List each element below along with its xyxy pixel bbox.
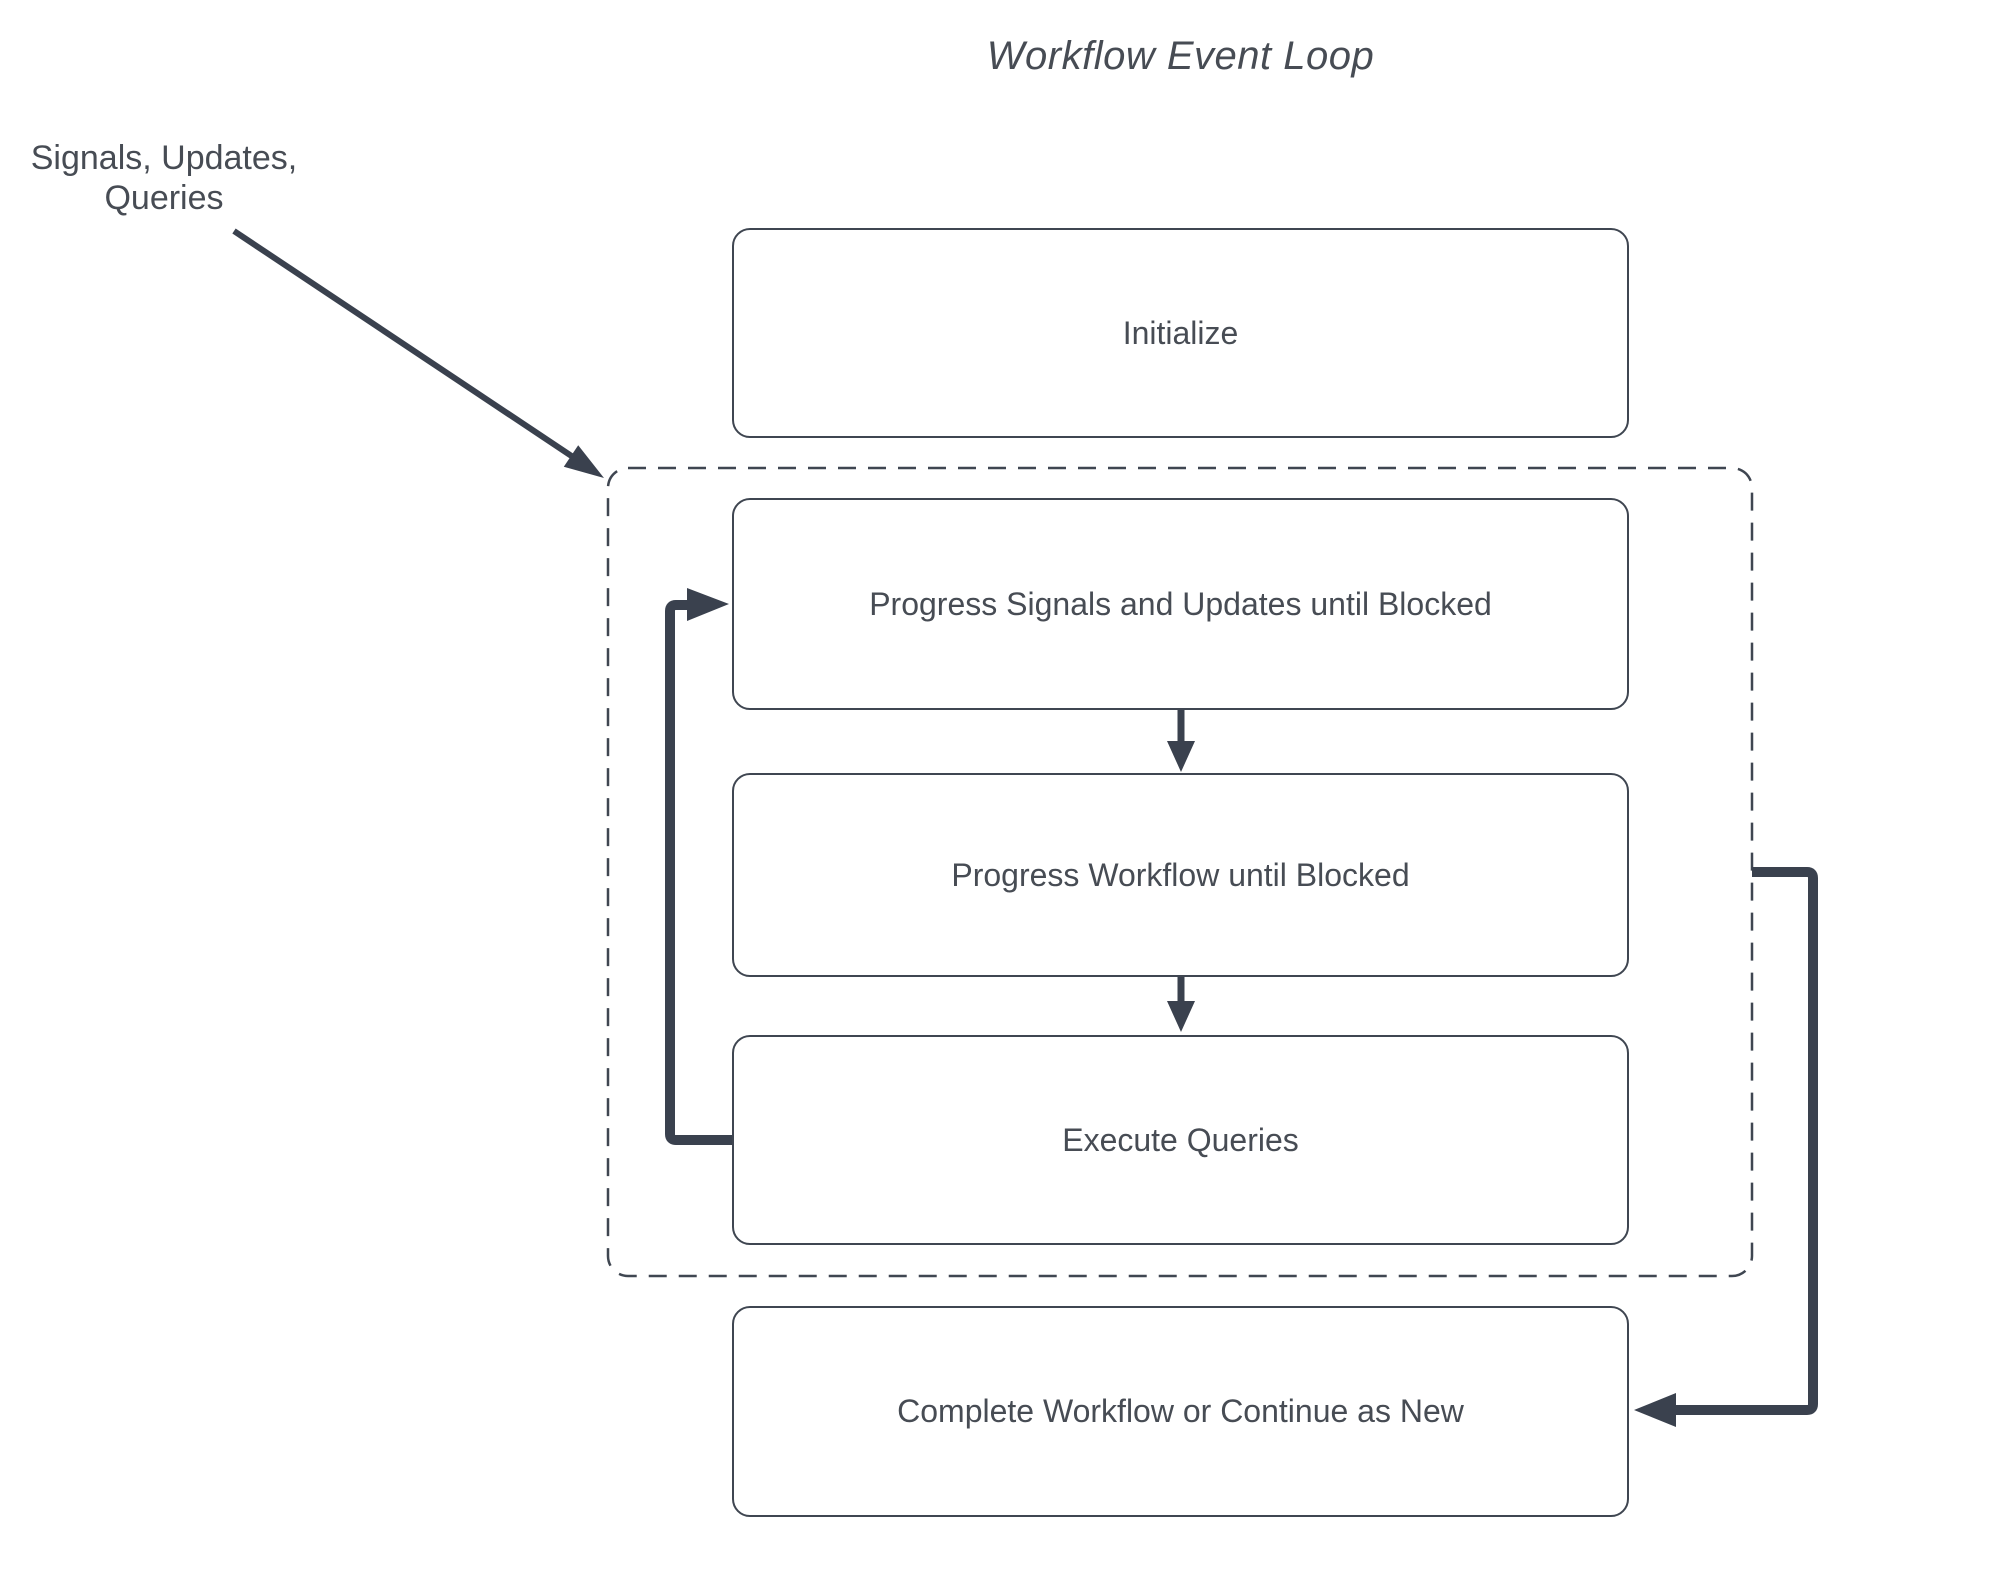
node-complete-workflow-or-continue-as-new: Complete Workflow or Continue as New	[732, 1306, 1629, 1517]
annotation-line-2: Queries	[104, 179, 224, 217]
diagram-title: Workflow Event Loop	[986, 34, 1375, 78]
flow-arrow-signals-to-workflow	[1167, 710, 1195, 772]
loop-back-arrow	[665, 588, 732, 1145]
node-progress-signals-and-updates: Progress Signals and Updates until Block…	[732, 498, 1629, 710]
signals-updates-queries-label: Signals, Updates, Queries	[14, 138, 314, 218]
node-execute-queries: Execute Queries	[732, 1035, 1629, 1245]
signals-arrow	[232, 228, 604, 478]
flow-arrow-workflow-to-queries	[1167, 977, 1195, 1032]
node-progress-workflow: Progress Workflow until Blocked	[732, 773, 1629, 977]
event-loop-boundary	[606, 466, 1754, 1278]
exit-arrow	[1634, 867, 1818, 1427]
annotation-line-1: Signals, Updates,	[30, 139, 298, 177]
node-initialize: Initialize	[732, 228, 1629, 438]
